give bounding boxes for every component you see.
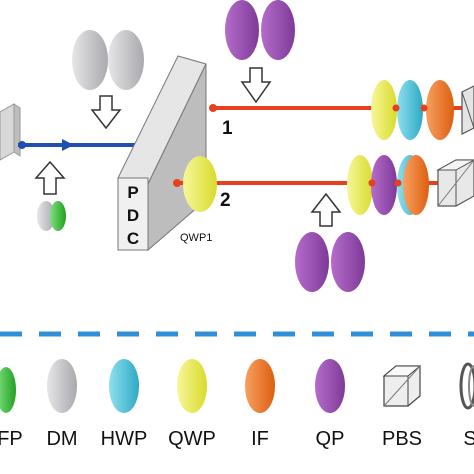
legend-qp-symbol: [315, 359, 345, 413]
pdc-letter: C: [127, 229, 139, 248]
legend-label: HWP: [101, 428, 148, 450]
up-arrow-icon: [34, 160, 66, 195]
legend-fp-symbol: [0, 367, 16, 413]
legend-label: QWP: [168, 428, 216, 450]
pbs-cube-1: [461, 85, 474, 135]
legend-hwp-symbol: [109, 359, 139, 413]
legend-label: DM: [46, 428, 77, 450]
down-arrow-icon: [90, 95, 122, 130]
dm-pair-top: [72, 30, 144, 90]
port-2-label: 2: [220, 190, 231, 211]
pbs-cube-2: [436, 159, 474, 207]
down-arrow-icon: [240, 67, 272, 104]
legend-label: PBS: [382, 428, 422, 450]
legend: FP DM HWP QWP IF QP PBS S: [0, 359, 474, 450]
pump-beam: [18, 139, 152, 151]
legend-qwp-symbol: [177, 359, 207, 413]
pdc-letter: D: [127, 206, 139, 225]
qwp1-element: [183, 156, 217, 212]
legend-dm-symbol: [47, 359, 77, 413]
legend-pbs-symbol: [382, 365, 422, 407]
pdc-letter: P: [127, 183, 138, 202]
legend-if-symbol: [245, 359, 275, 413]
legend-s-symbol: [459, 362, 474, 410]
qp-pair-bottom: [295, 232, 365, 292]
fp-element: [37, 201, 66, 231]
source-plate: [0, 103, 21, 161]
legend-label: FP: [0, 428, 23, 450]
analyzer-stack-2: [347, 155, 429, 215]
port-1-label: 1: [222, 118, 233, 139]
qwp1-label: QWP1: [180, 232, 212, 244]
qp-pair-top: [225, 0, 295, 60]
legend-label: QP: [316, 428, 345, 450]
legend-label: IF: [251, 428, 269, 450]
analyzer-stack-1: [371, 80, 454, 140]
legend-label: S: [463, 428, 474, 450]
up-arrow-icon: [310, 192, 342, 227]
